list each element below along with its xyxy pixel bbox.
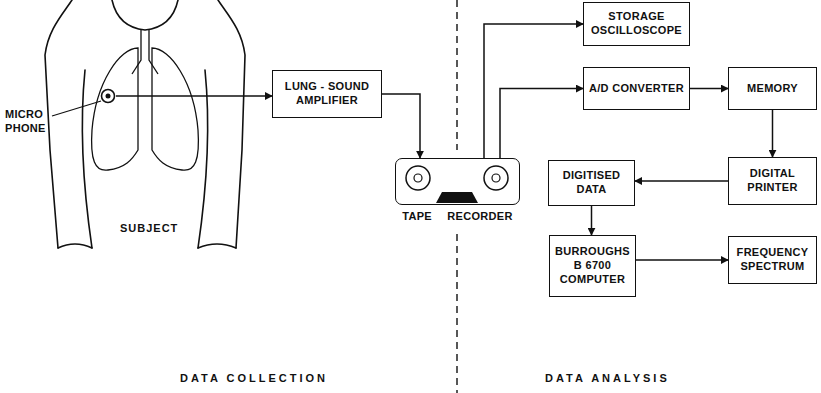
box-label: A/D CONVERTER bbox=[589, 82, 684, 96]
trachea bbox=[132, 30, 158, 74]
microphone-symbol bbox=[100, 88, 116, 104]
section-label: DATA ANALYSIS bbox=[545, 372, 670, 384]
section-label: DATA COLLECTION bbox=[180, 372, 328, 384]
process-box: FREQUENCY SPECTRUM bbox=[728, 236, 817, 284]
process-box: DIGITISED DATA bbox=[548, 160, 635, 206]
signal-arrow bbox=[484, 24, 583, 158]
tape-recorder: TAPE RECORDER bbox=[395, 158, 520, 205]
tape-head bbox=[436, 192, 478, 203]
signal-arrow bbox=[690, 88, 728, 90]
box-label: MEMORY bbox=[747, 82, 798, 96]
signal-arrow bbox=[591, 206, 593, 235]
tape-reel bbox=[406, 166, 430, 190]
torso-outline bbox=[218, 0, 245, 248]
process-box: LUNG - SOUND AMPLIFIER bbox=[272, 70, 382, 118]
process-box: DIGITAL PRINTER bbox=[728, 157, 817, 205]
process-box: STORAGE OSCILLOSCOPE bbox=[583, 2, 690, 46]
divider-dashed-line bbox=[456, 234, 457, 393]
box-label: LUNG - SOUND AMPLIFIER bbox=[278, 80, 376, 108]
box-label: DIGITAL PRINTER bbox=[734, 167, 811, 195]
torso-bottom bbox=[198, 244, 236, 248]
box-label: DIGITISED DATA bbox=[554, 169, 629, 197]
signal-arrow bbox=[116, 95, 272, 97]
left-lung bbox=[92, 48, 138, 170]
leader-line bbox=[52, 101, 101, 116]
box-label: FREQUENCY SPECTRUM bbox=[734, 246, 811, 274]
process-box: A/D CONVERTER bbox=[583, 67, 690, 110]
subject-torso bbox=[45, 0, 245, 248]
torso-side bbox=[82, 70, 92, 248]
signal-arrow bbox=[382, 94, 420, 158]
right-lung bbox=[152, 48, 198, 170]
signal-arrow bbox=[636, 259, 728, 261]
subject-label: SUBJECT bbox=[120, 222, 178, 234]
microphone: MICRO PHONE bbox=[100, 88, 116, 104]
signal-arrow bbox=[635, 180, 728, 182]
torso-outline bbox=[45, 0, 72, 248]
lungs bbox=[92, 30, 199, 170]
box-label: BURROUGHS B 6700 COMPUTER bbox=[555, 245, 630, 286]
process-box: MEMORY bbox=[728, 67, 817, 110]
divider-dashed-line bbox=[456, 0, 457, 150]
tape-reels bbox=[396, 159, 518, 203]
torso-bottom bbox=[58, 244, 92, 248]
signal-arrow bbox=[772, 110, 774, 157]
tape-reel bbox=[414, 174, 422, 182]
node-caption: TAPE RECORDER bbox=[366, 210, 549, 224]
tape-reel bbox=[484, 166, 508, 190]
node-caption: MICRO PHONE bbox=[5, 108, 53, 136]
neck-outline bbox=[112, 0, 178, 30]
process-box: BURROUGHS B 6700 COMPUTER bbox=[549, 235, 636, 297]
tape-reel bbox=[492, 174, 500, 182]
box-label: STORAGE OSCILLOSCOPE bbox=[589, 10, 684, 38]
microphone-symbol bbox=[106, 94, 111, 99]
microphone-symbol bbox=[102, 90, 115, 103]
signal-arrow bbox=[500, 89, 583, 159]
